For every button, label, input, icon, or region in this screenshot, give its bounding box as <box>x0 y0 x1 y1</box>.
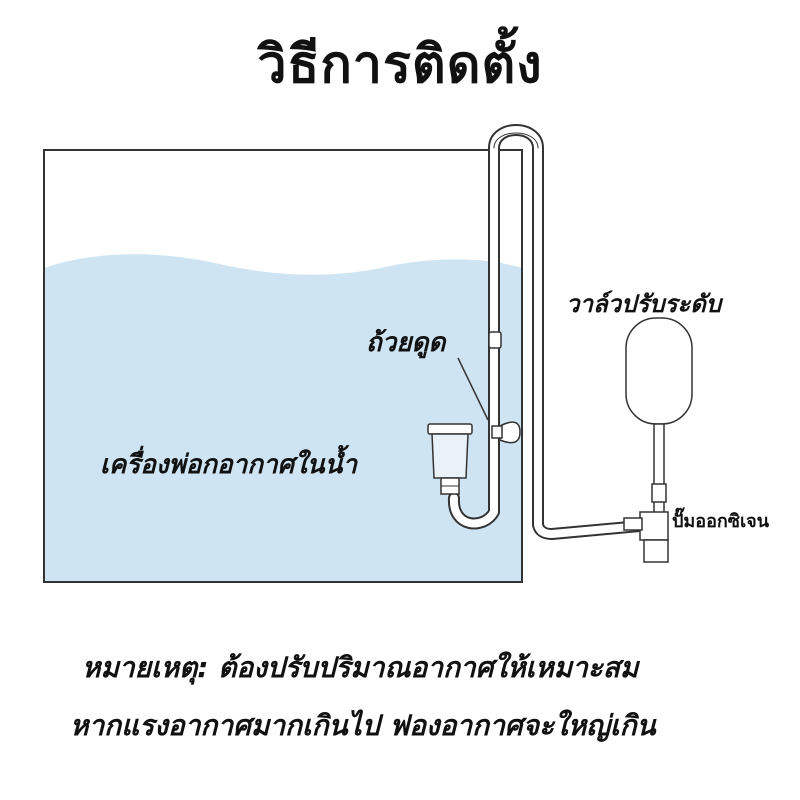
tube-connector <box>488 331 502 349</box>
air-stone <box>427 423 473 495</box>
air-stone-label: เครื่องพ่อกอากาศในน้ำ <box>100 450 357 480</box>
aquarium-tank <box>43 149 523 583</box>
page-title: วิธีการติดตั้ง <box>257 35 543 95</box>
suction-cup-label: ถ้วยดูด <box>366 328 446 358</box>
valve-label: วาล์วปรับระดับ <box>566 290 722 318</box>
air-tube <box>448 124 646 540</box>
note-line-1: หมายเหตุ: ต้องปรับปริมาณอากาศให้เหมาะสม <box>82 651 639 684</box>
note-line-2: หากแรงอากาศมากเกินไป ฟองอากาศจะใหญ่เกิน <box>70 709 656 742</box>
oxygen-pump <box>623 511 669 563</box>
pump-label: ปั๊มออกซิเจน <box>672 511 770 532</box>
aquarium-water <box>44 254 522 583</box>
suction-cup <box>491 421 521 444</box>
suction-cup-pointer <box>457 357 489 421</box>
level-valve <box>625 317 693 517</box>
